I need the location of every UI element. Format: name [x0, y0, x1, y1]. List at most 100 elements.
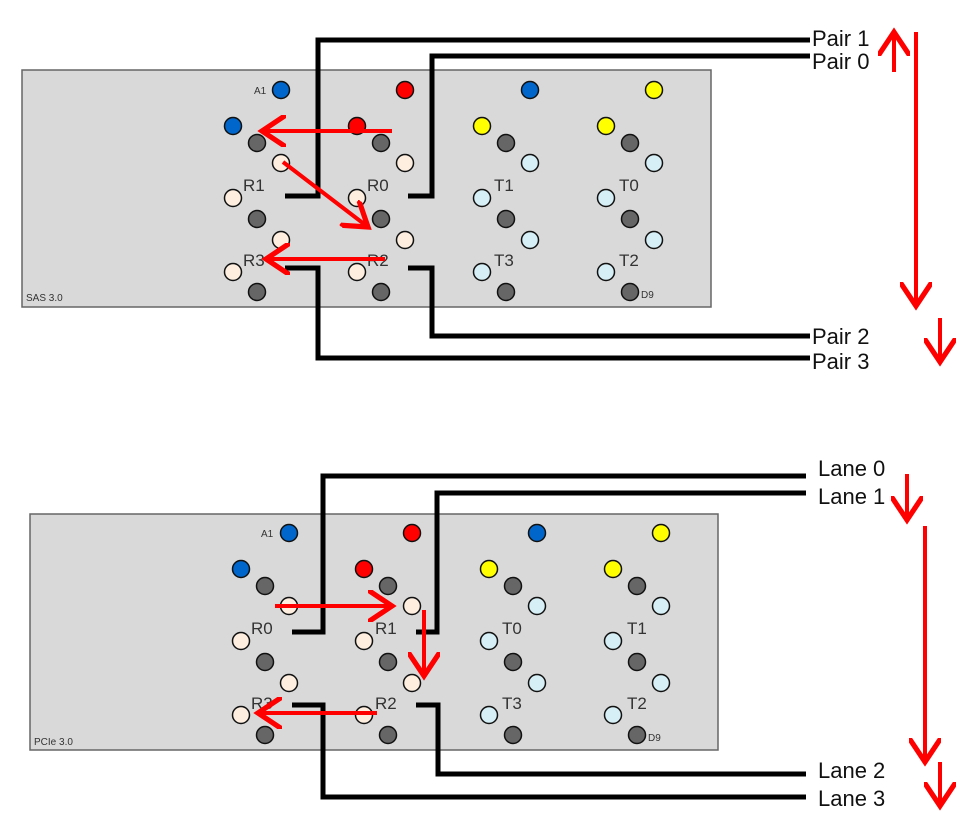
pin-dark — [378, 576, 398, 596]
wire-lane-1 — [416, 490, 806, 635]
wire-pair-2 — [408, 265, 810, 339]
pin-dark — [503, 576, 523, 596]
pin-beige — [347, 188, 367, 208]
pin-dark — [255, 576, 275, 596]
pin-red — [395, 80, 415, 100]
pin-beige — [271, 153, 291, 173]
pin-beige — [395, 153, 415, 173]
pin-blue — [520, 80, 540, 100]
pin-dark — [247, 133, 267, 153]
pin-dark — [503, 725, 523, 745]
sas-board — [21, 69, 712, 308]
pin-dark — [255, 652, 275, 672]
pin-beige — [395, 230, 415, 250]
pin-label: T1 — [627, 619, 647, 638]
pin-yellow — [644, 80, 664, 100]
pin-light-blue — [603, 705, 623, 725]
pin-light-blue — [479, 705, 499, 725]
wire-lane-0 — [292, 473, 806, 635]
pin-yellow — [603, 559, 623, 579]
connector-label: Lane 1 — [818, 484, 885, 509]
pin-light-blue — [472, 188, 492, 208]
pin-beige — [402, 596, 422, 616]
pin-dark — [620, 282, 640, 302]
pin-label: R1 — [375, 619, 397, 638]
pin-yellow — [596, 116, 616, 136]
sas-diagram: SAS 3.0 A1 D9 R1 R0 T1 T0 R3 R2 T3 T2 Pa… — [21, 26, 940, 374]
board-label: PCIe 3.0 — [34, 737, 73, 748]
pin-dark — [371, 209, 391, 229]
pin-label: T1 — [494, 176, 514, 195]
pin-beige — [231, 705, 251, 725]
pin-light-blue — [527, 673, 547, 693]
wire-pair-0 — [408, 53, 810, 199]
pin-beige — [279, 673, 299, 693]
pin-label: T0 — [619, 176, 639, 195]
pcie-diagram: PCIe 3.0 A1 D9 R0 R1 T0 T1 R3 R2 T3 T2 L… — [29, 456, 940, 811]
pin-blue — [279, 523, 299, 543]
connector-label: Pair 3 — [812, 349, 869, 374]
pin-label: R3 — [251, 694, 273, 713]
pin-light-blue — [479, 631, 499, 651]
corner-label-a1: A1 — [254, 86, 267, 97]
pin-dark — [620, 133, 640, 153]
pin-beige — [402, 673, 422, 693]
connector-label: Pair 1 — [812, 26, 869, 51]
order-arrow — [281, 160, 368, 227]
pin-label: R0 — [367, 176, 389, 195]
pin-label: R3 — [243, 251, 265, 270]
pin-dark — [371, 282, 391, 302]
connector-label: Lane 0 — [818, 456, 885, 481]
connector-label: Pair 0 — [812, 49, 869, 74]
pin-yellow — [479, 559, 499, 579]
pin-label: R0 — [251, 619, 273, 638]
pin-beige — [347, 262, 367, 282]
pin-label: T2 — [619, 251, 639, 270]
pin-label: T3 — [502, 694, 522, 713]
pin-light-blue — [651, 596, 671, 616]
pin-light-blue — [527, 596, 547, 616]
wire-pair-3 — [285, 265, 810, 361]
pin-beige — [271, 230, 291, 250]
pin-light-blue — [520, 153, 540, 173]
pin-label: T0 — [502, 619, 522, 638]
pin-light-blue — [651, 673, 671, 693]
pin-label: T2 — [627, 694, 647, 713]
pin-dark — [503, 652, 523, 672]
pin-blue — [231, 559, 251, 579]
connector-label: Lane 2 — [818, 758, 885, 783]
pin-dark — [627, 725, 647, 745]
pin-beige — [231, 631, 251, 651]
wire-pair-1 — [285, 37, 810, 199]
pin-dark — [620, 209, 640, 229]
pin-label: R1 — [243, 176, 265, 195]
pin-dark — [378, 725, 398, 745]
pin-light-blue — [644, 230, 664, 250]
corner-label-d9: D9 — [641, 290, 654, 301]
pin-blue — [271, 80, 291, 100]
pin-light-blue — [603, 631, 623, 651]
pin-dark — [496, 282, 516, 302]
pin-light-blue — [644, 153, 664, 173]
pin-light-blue — [596, 188, 616, 208]
pin-label: R2 — [375, 694, 397, 713]
pin-dark — [496, 133, 516, 153]
board-label: SAS 3.0 — [26, 293, 63, 304]
pin-beige — [223, 188, 243, 208]
pin-label: T3 — [494, 251, 514, 270]
pin-light-blue — [596, 262, 616, 282]
pin-beige — [354, 631, 374, 651]
pin-blue — [527, 523, 547, 543]
pin-red — [402, 523, 422, 543]
pcie-pins — [231, 523, 671, 745]
pin-dark — [247, 282, 267, 302]
pin-yellow — [651, 523, 671, 543]
pin-dark — [247, 209, 267, 229]
pin-dark — [371, 133, 391, 153]
pin-dark — [255, 725, 275, 745]
pin-yellow — [472, 116, 492, 136]
connector-label: Pair 2 — [812, 324, 869, 349]
pin-dark — [627, 652, 647, 672]
wire-lane-3 — [292, 702, 806, 800]
